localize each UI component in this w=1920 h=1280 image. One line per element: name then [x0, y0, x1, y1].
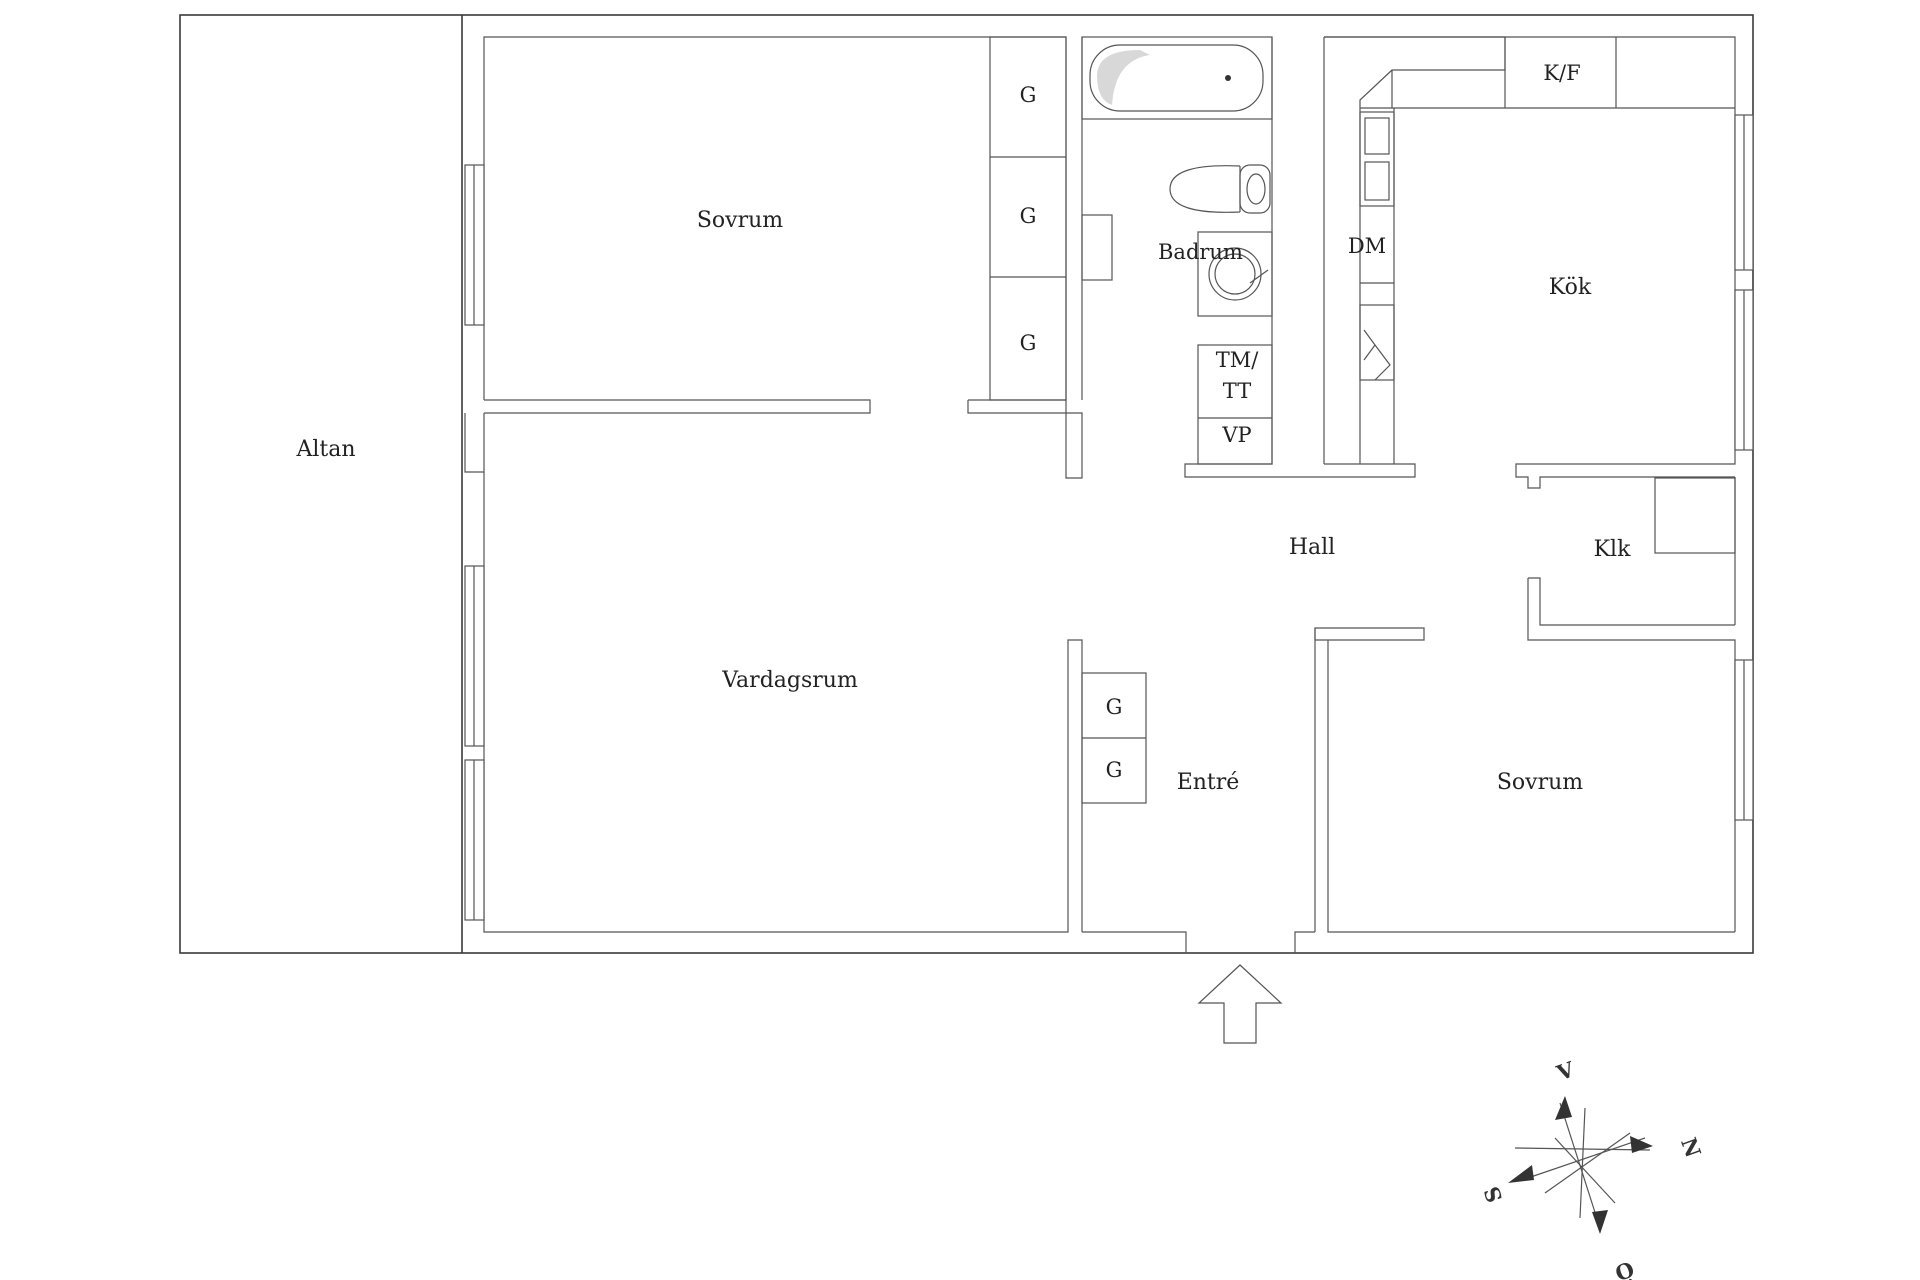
bathtub-icon: [1081, 36, 1273, 120]
entre-wardrobe-label-1: G: [1106, 695, 1123, 719]
toilet-icon: [1169, 164, 1271, 214]
room-entre: Entré: [1177, 770, 1240, 795]
interior-walls: [464, 36, 1736, 953]
wardrobes-entre: [1081, 672, 1147, 804]
compass-south-label: S: [1479, 1183, 1508, 1206]
wardrobe-label-2: G: [1020, 204, 1037, 228]
wardrobes-bedroom: [989, 36, 1067, 401]
wardrobe-label-3: G: [1020, 331, 1037, 355]
bathroom-shelf: [1081, 214, 1113, 281]
room-hall: Hall: [1289, 535, 1335, 560]
compass-east-label: Ö: [1612, 1256, 1638, 1280]
kf-label: K/F: [1543, 61, 1580, 85]
compass-rose-icon: [1508, 1096, 1653, 1234]
compass-west-label: V: [1553, 1056, 1578, 1086]
washer-dryer-icon: [1197, 344, 1273, 465]
room-sovrum-top: Sovrum: [697, 208, 783, 233]
entre-wardrobe-label-2: G: [1106, 758, 1123, 782]
room-altan: Altan: [295, 437, 355, 462]
room-badrum: Badrum: [1158, 240, 1243, 264]
room-klk: Klk: [1594, 537, 1631, 562]
room-vardagsrum: Vardagsrum: [721, 668, 858, 693]
dm-label: DM: [1348, 234, 1386, 258]
outer-outline: [179, 14, 1754, 954]
vp-label: VP: [1221, 423, 1251, 447]
room-kok: Kök: [1549, 275, 1592, 300]
entrance-arrow-icon: [1197, 964, 1283, 1044]
tt-label: TT: [1223, 379, 1251, 403]
kitchen-sink-icon: [1359, 111, 1395, 207]
room-sovrum-bottom: Sovrum: [1497, 770, 1583, 795]
tm-label: TM/: [1216, 348, 1260, 372]
compass-north-label: N: [1676, 1134, 1706, 1161]
klk-closet: [1654, 477, 1736, 554]
sink-icon: [1197, 231, 1273, 317]
windows-east: [1734, 114, 1754, 821]
stove-icon: [1359, 304, 1395, 381]
wardrobe-label-1: G: [1020, 83, 1037, 107]
windows-west: [464, 164, 485, 921]
